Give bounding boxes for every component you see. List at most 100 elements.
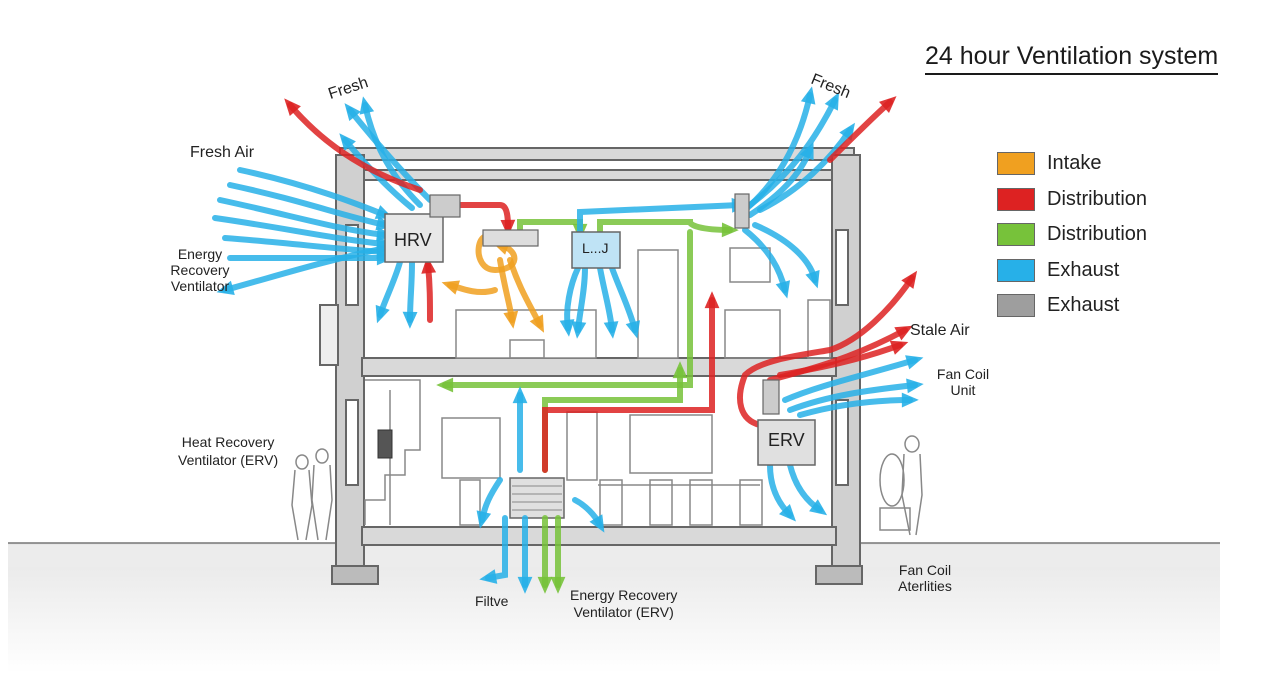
label-line: Energy Recovery <box>570 587 678 603</box>
airflow-path <box>737 275 915 428</box>
airflow-arrowhead <box>421 256 437 274</box>
airflow-path <box>237 167 388 218</box>
label-line: Ventilator (ERV) <box>573 604 674 620</box>
airflow-path <box>227 182 388 228</box>
ground <box>8 542 1220 673</box>
airflow-path <box>797 397 913 418</box>
airflow-arrowhead <box>339 133 356 151</box>
erv-unit <box>377 193 816 466</box>
airflow-arrowhead <box>503 310 519 329</box>
airflow-arrowhead <box>809 499 828 516</box>
erv-unit-label: ERV <box>768 430 805 450</box>
label-fresh-air: Fresh Air <box>190 144 255 161</box>
airflow-arrowhead <box>800 86 816 105</box>
airflow-arrowhead <box>571 321 587 339</box>
airflow-arrowhead <box>550 576 566 594</box>
legend-swatch <box>997 187 1035 211</box>
airflow-arrowhead <box>537 576 553 594</box>
label-line: Unit <box>950 382 976 398</box>
airflow-arrowhead <box>375 304 390 324</box>
airflow-arrowhead <box>775 280 790 299</box>
airflow-path <box>407 259 415 323</box>
legend-item-exhaust-blue: Exhaust <box>997 253 1147 289</box>
airflow-path <box>452 202 511 231</box>
airflow-arrowhead <box>704 291 720 309</box>
ceiling-unit <box>482 229 621 269</box>
airflow-path <box>827 99 893 163</box>
legend-item-exhaust-gray: Exhaust <box>997 288 1147 324</box>
label-line: Fan Coil <box>936 366 990 382</box>
legend-label: Distribution <box>1047 187 1148 210</box>
legend-label: Exhaust <box>1047 294 1120 317</box>
airflow-arrows <box>212 86 924 594</box>
airflow-arrowhead <box>625 320 640 339</box>
airflow-arrowhead <box>894 325 913 341</box>
airflow-arrowhead <box>517 576 533 594</box>
airflow-arrowhead <box>721 222 739 238</box>
airflow-arrowhead <box>441 280 460 295</box>
legend-swatch <box>997 152 1035 176</box>
airflow-path <box>377 259 403 318</box>
airflow-arrowhead <box>901 392 919 408</box>
legend-label: Distribution <box>1047 223 1148 246</box>
label-line: Aterlities <box>898 578 952 594</box>
airflow-path <box>577 202 743 235</box>
interior-furniture <box>291 247 923 541</box>
airflow-arrowhead <box>344 103 361 121</box>
airflow-path <box>597 219 733 235</box>
diagram-title: 24 hour Ventilation system <box>925 42 1219 75</box>
airflow-arrowhead <box>805 270 820 289</box>
label-stale-air: Stale Air <box>910 322 970 339</box>
airflow-arrowhead <box>901 270 918 289</box>
airflow-arrowhead <box>879 96 897 113</box>
legend-item-distribution-red: Distribution <box>997 182 1147 218</box>
legend-swatch <box>997 223 1035 247</box>
airflow-path <box>217 197 388 238</box>
airflow-path <box>425 262 433 323</box>
airflow-path <box>287 102 423 193</box>
airflow-arrowhead <box>476 510 492 529</box>
airflow-arrowhead <box>284 98 301 116</box>
legend-item-intake: Intake <box>997 146 1147 182</box>
airflow-path <box>442 229 693 388</box>
legend-item-distribution-green: Distribution <box>997 217 1147 253</box>
legend-label: Exhaust <box>1047 258 1120 281</box>
airflow-path <box>777 342 903 378</box>
label-energy-recovery-ventilator: Energy Recovery Ventilator <box>155 246 245 294</box>
label-erv-bottom: Energy Recovery Ventilator (ERV) <box>570 587 677 621</box>
airflow-arrowhead <box>529 314 544 333</box>
airflow-path <box>362 102 423 208</box>
label-fan-coil-attachments: Fan Coil Aterlities <box>885 562 965 594</box>
legend-swatch <box>997 258 1035 282</box>
airflow-arrowhead <box>512 386 528 404</box>
airflow-path <box>747 97 838 208</box>
airflow-arrowhead <box>500 219 516 237</box>
airflow-path <box>757 127 853 213</box>
label-line: Fan Coil <box>898 562 952 578</box>
airflow-arrowhead <box>906 378 924 394</box>
label-line: Recovery <box>170 262 230 278</box>
legend-label: Intake <box>1047 152 1102 175</box>
airflow-path <box>342 137 415 211</box>
airflow-path <box>212 215 388 247</box>
airflow-arrowhead <box>436 377 454 393</box>
airflow-arrowhead <box>889 340 909 355</box>
floor-grille <box>509 477 565 519</box>
label-heat-recovery-ventilator: Heat Recovery Ventilator (ERV) <box>178 433 278 469</box>
airflow-arrowhead <box>589 514 605 533</box>
hrv-unit <box>384 194 461 263</box>
airflow-arrowhead <box>603 321 619 339</box>
airflow-arrowhead <box>824 92 839 111</box>
label-filtve: Filtve <box>475 593 509 609</box>
airflow-arrowhead <box>402 311 418 329</box>
airflow-arrowhead <box>559 319 575 337</box>
label-line: Energy <box>177 246 223 262</box>
airflow-path <box>597 265 615 333</box>
label-line: Ventilator <box>170 278 230 294</box>
label-line: Heat Recovery <box>181 434 275 450</box>
airflow-arrowhead <box>672 361 688 379</box>
airflow-path <box>222 245 388 293</box>
airflow-arrowhead <box>779 504 796 522</box>
